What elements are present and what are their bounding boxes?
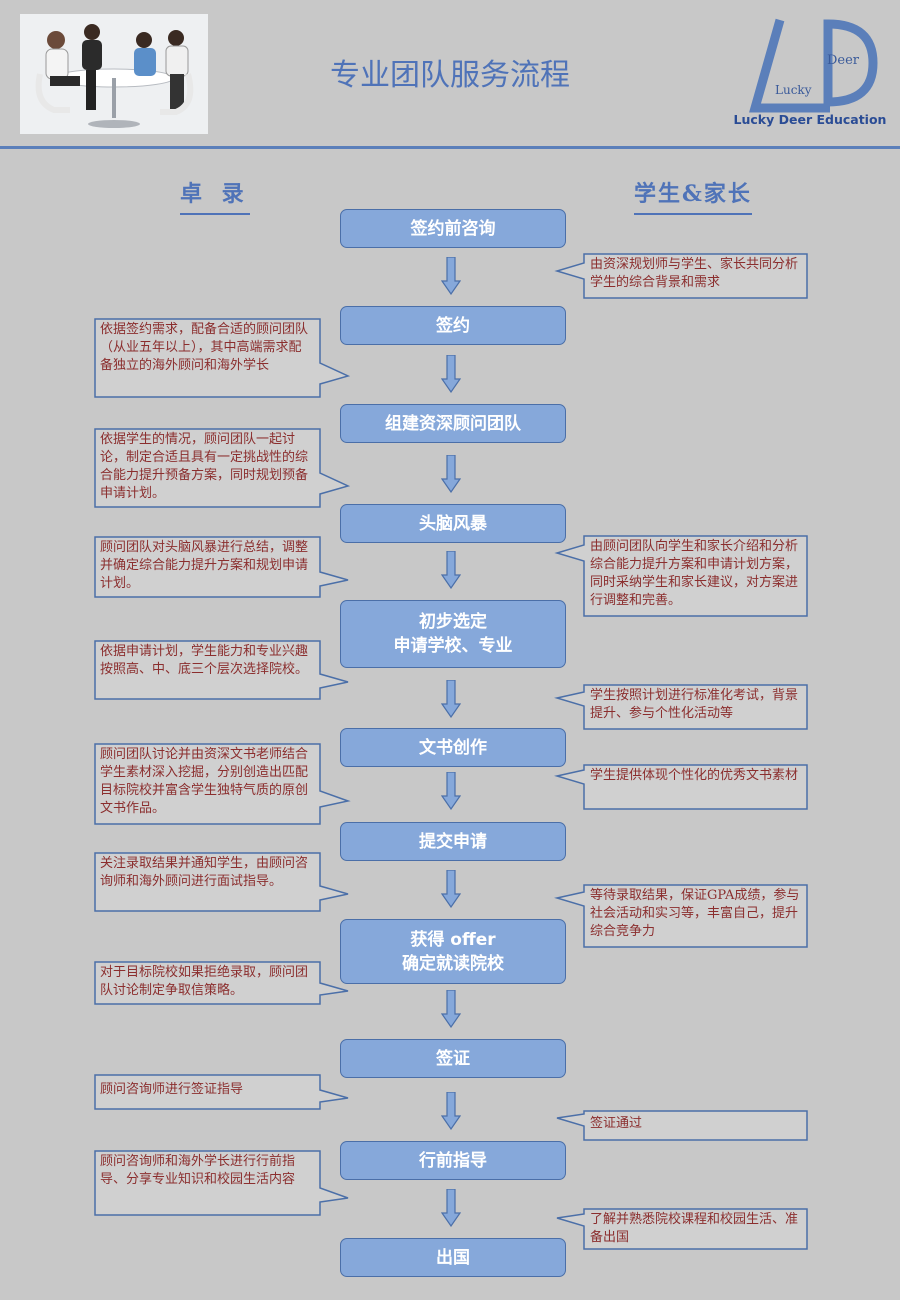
- left-note-essay: 顾问团队讨论并由资深文书老师结合学生素材深入挖掘，分别创造出匹配目标院校并富含学…: [94, 743, 351, 825]
- logo-deer-text: Deer: [827, 53, 860, 68]
- left-note-interview: 关注录取结果并通知学生，由顾问咨询师和海外顾问进行面试指导。: [94, 852, 350, 912]
- right-column-heading: 学生&家长: [634, 176, 752, 215]
- right-note-plan-introduction: 由顾问团队向学生和家长介绍和分析综合能力提升方案和申请计划方案，同时采纳学生和家…: [554, 535, 808, 617]
- step-pre-contract-consult: 签约前咨询: [340, 209, 566, 248]
- right-note-background-analysis: 由资深规划师与学生、家长共同分析学生的综合背景和需求: [554, 253, 808, 299]
- step-visa: 签证: [340, 1039, 566, 1078]
- step-essay-writing: 文书创作: [340, 728, 566, 767]
- team-meeting-image: [20, 14, 208, 134]
- page-title: 专业团队服务流程: [330, 58, 570, 93]
- left-note-appeal: 对于目标院校如果拒绝录取，顾问团队讨论制定争取信策略。: [94, 961, 350, 1005]
- right-note-get-familiar: 了解并熟悉院校课程和校园生活、准备出国: [556, 1208, 808, 1250]
- lucky-deer-logo: Deer Lucky: [735, 14, 885, 134]
- down-arrow-icon: [441, 870, 461, 908]
- step-go-abroad: 出国: [340, 1238, 566, 1277]
- right-note-standardized-tests: 学生按照计划进行标准化考试，背景提升、参与个性化活动等: [554, 684, 808, 730]
- step-pre-departure: 行前指导: [340, 1141, 566, 1180]
- step-select-schools: 初步选定申请学校、专业: [340, 600, 566, 668]
- down-arrow-icon: [441, 680, 461, 718]
- left-note-visa-guidance: 顾问咨询师进行签证指导: [94, 1074, 350, 1110]
- down-arrow-icon: [441, 355, 461, 393]
- logo-caption: Lucky Deer Education: [733, 112, 887, 127]
- step-brainstorm: 头脑风暴: [340, 504, 566, 543]
- down-arrow-icon: [441, 1092, 461, 1130]
- left-column-heading: 卓 录: [180, 176, 250, 215]
- left-note-brainstorm-summary: 顾问团队对头脑风暴进行总结，调整并确定综合能力提升方案和规划申请计划。: [94, 536, 350, 598]
- down-arrow-icon: [441, 772, 461, 810]
- right-note-essay-materials: 学生提供体现个性化的优秀文书素材: [554, 764, 808, 810]
- right-note-visa-approved: 签证通过: [556, 1110, 808, 1141]
- step-build-team: 组建资深顾问团队: [340, 404, 566, 443]
- down-arrow-icon: [441, 257, 461, 295]
- step-submit-application: 提交申请: [340, 822, 566, 861]
- down-arrow-icon: [441, 990, 461, 1028]
- left-note-pre-departure: 顾问咨询师和海外学长进行行前指导、分享专业知识和校园生活内容: [94, 1150, 350, 1216]
- logo-lucky-text: Lucky: [775, 83, 812, 97]
- down-arrow-icon: [441, 455, 461, 493]
- left-note-plan-discussion: 依据学生的情况，顾问团队一起讨论，制定合适且具有一定挑战性的综合能力提升预备方案…: [94, 428, 351, 508]
- left-note-team-setup: 依据签约需求，配备合适的顾问团队（从业五年以上），其中高端需求配备独立的海外顾问…: [94, 318, 351, 398]
- right-note-await-results: 等待录取结果，保证GPA成绩，参与社会活动和实习等，丰富自己，提升综合竞争力: [554, 884, 808, 948]
- left-note-school-selection: 依据申请计划，学生能力和专业兴趣按照高、中、底三个层次选择院校。: [94, 640, 350, 700]
- header-divider: [0, 146, 900, 149]
- down-arrow-icon: [441, 551, 461, 589]
- step-contract: 签约: [340, 306, 566, 345]
- down-arrow-icon: [441, 1189, 461, 1227]
